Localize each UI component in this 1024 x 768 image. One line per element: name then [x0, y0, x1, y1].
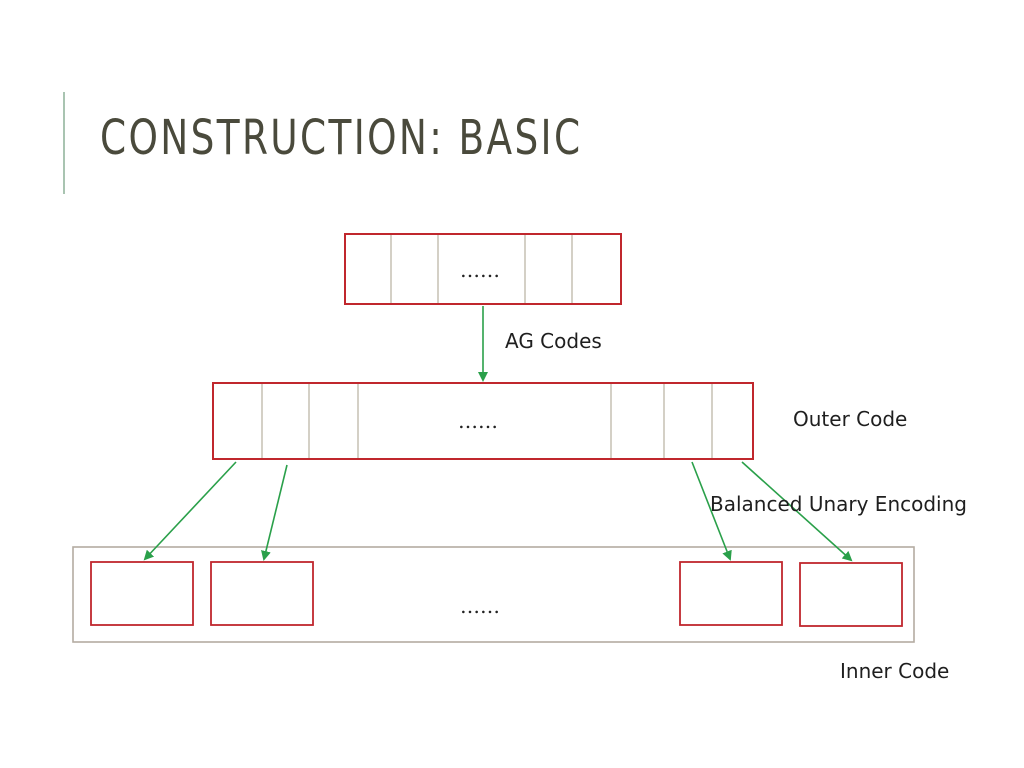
encoding-arrow-3	[691, 461, 732, 561]
balanced-unary-encoding-label: Balanced Unary Encoding	[710, 492, 967, 516]
inner-code-box-1	[90, 561, 194, 626]
outer-code-label: Outer Code	[793, 407, 908, 431]
encoding-arrow-4	[741, 461, 853, 562]
inner-code-box-4	[799, 562, 903, 627]
inner-code-label: Inner Code	[840, 659, 950, 683]
encoding-arrow-2	[261, 464, 288, 561]
accent-bar	[63, 92, 65, 194]
inner-code-box-3	[679, 561, 783, 626]
inner-code-box-2	[210, 561, 314, 626]
inner-row-ellipsis: ……	[460, 594, 500, 618]
outer-code-box	[212, 382, 754, 460]
outer-box-ellipsis: ……	[458, 409, 498, 433]
ag-codes-label: AG Codes	[505, 329, 602, 353]
encoding-arrow-1	[143, 461, 237, 561]
slide-title: CONSTRUCTION: BASIC	[100, 110, 583, 166]
top-codeword-box	[344, 233, 622, 305]
top-box-ellipsis: ……	[460, 258, 500, 282]
